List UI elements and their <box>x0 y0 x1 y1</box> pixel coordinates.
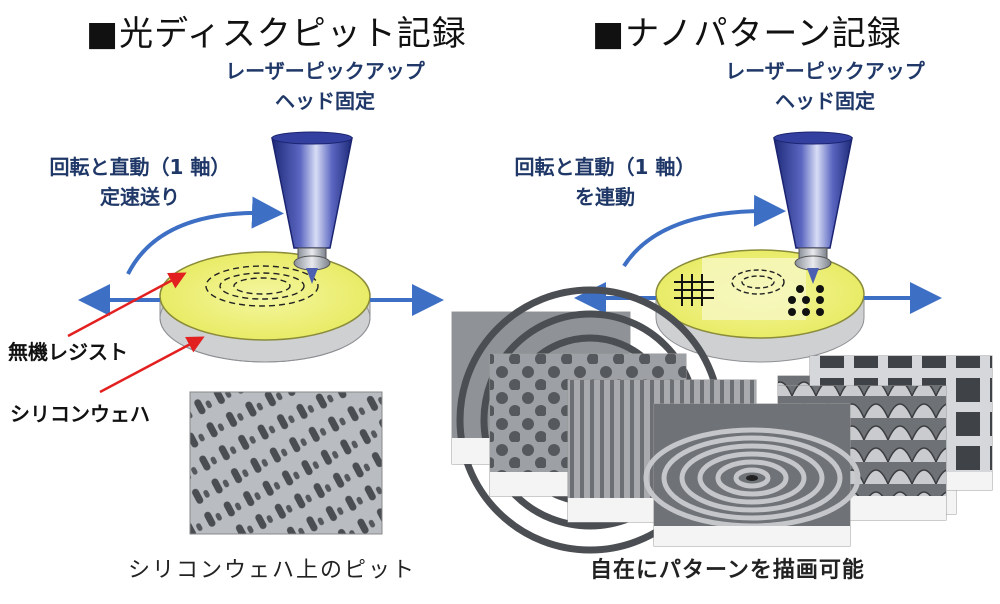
left-title: ■光ディスクピット記録 <box>86 14 467 54</box>
right-motion-label: 回転と直動（1 軸） を連動 <box>490 152 720 212</box>
left-laser-head <box>271 131 353 284</box>
left-laser-label-line2: ヘッド固定 <box>275 89 375 113</box>
left-motion-label-line1: 回転と直動（1 軸） <box>49 155 231 179</box>
left-laser-label-line1: レーザーピックアップ <box>225 59 425 83</box>
wafer-label: シリコンウェハ <box>10 402 150 426</box>
right-laser-label-line1: レーザーピックアップ <box>725 59 925 83</box>
right-laser-label: レーザーピックアップ ヘッド固定 <box>680 56 970 116</box>
resist-pointer-arrow <box>67 272 187 338</box>
right-title: ■ナノパターン記録 <box>592 14 902 54</box>
right-motion-label-line2: を連動 <box>575 185 635 209</box>
left-laser-label: レーザーピックアップ ヘッド固定 <box>180 56 470 116</box>
left-motion-label-line2: 定速送り <box>100 185 180 209</box>
right-motion-label-line1: 回転と直動（1 軸） <box>514 155 696 179</box>
left-disk <box>159 251 371 363</box>
right-laser-label-line2: ヘッド固定 <box>775 89 875 113</box>
wafer-pointer-arrow <box>99 336 205 394</box>
right-disk <box>655 249 865 363</box>
pit-sem-image <box>189 391 383 535</box>
right-sem-caption: 自在にパターンを描画可能 <box>590 558 865 583</box>
sem-image-fresnel <box>643 403 861 547</box>
left-sem-caption: シリコンウェハ上のピット <box>128 558 417 583</box>
resist-label: 無機レジスト <box>8 340 128 364</box>
right-rotation-arrow <box>622 194 786 268</box>
left-rotation-arrow <box>126 196 284 275</box>
right-laser-head <box>773 131 853 284</box>
left-motion-label: 回転と直動（1 軸） 定速送り <box>20 152 260 212</box>
